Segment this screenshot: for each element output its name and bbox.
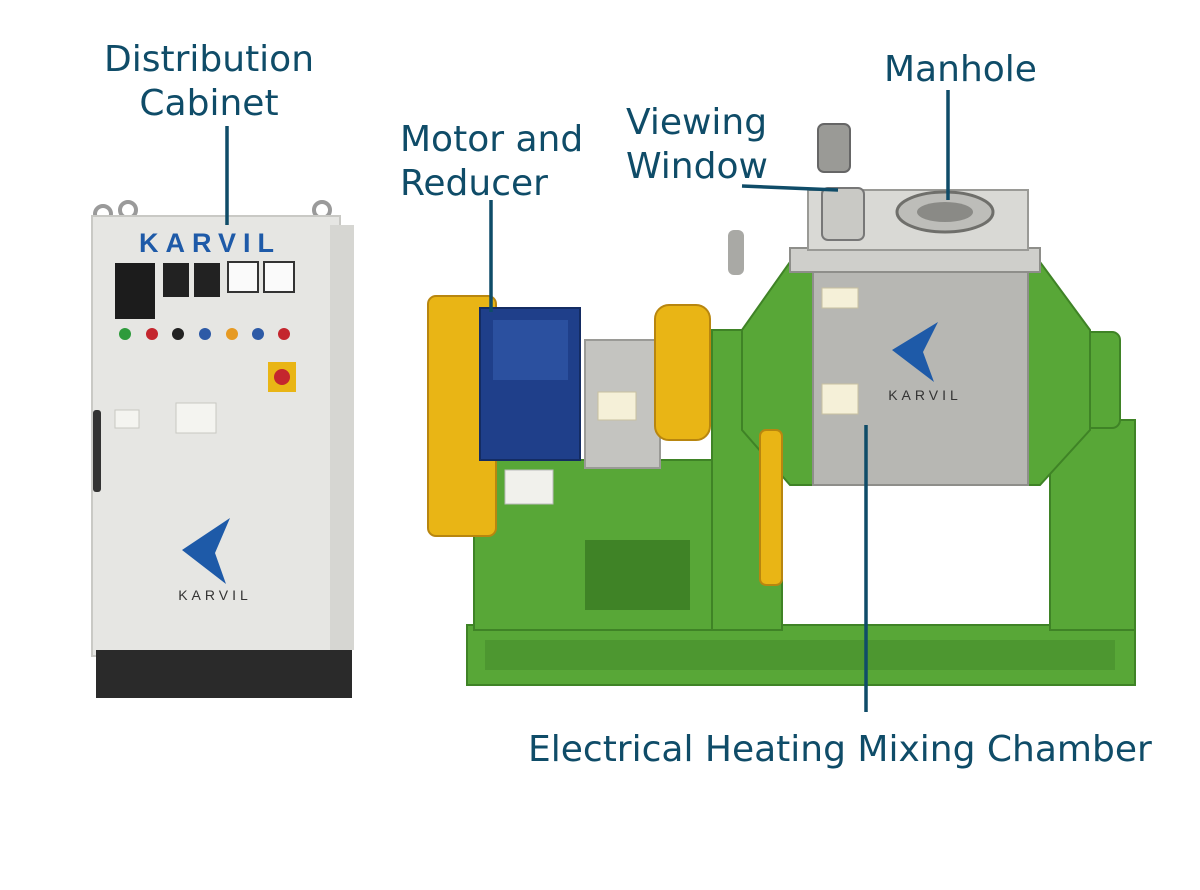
indicator-light-red-2 [278, 328, 290, 340]
chamber-logo-mark [892, 322, 938, 382]
drive-frame-opening [585, 540, 690, 610]
callout-motor-and-reducer: Motor and Reducer [400, 118, 583, 206]
base-skid-inner [485, 640, 1115, 670]
callout-line: Manhole [884, 49, 1037, 90]
indicator-light-green [119, 328, 131, 340]
reducer-housing [493, 320, 568, 380]
leader-viewing-window [741, 184, 839, 192]
thermocouple-probe [728, 230, 744, 275]
distribution-cabinet: KARVIL KARVIL [91, 200, 354, 698]
callout-mixing-chamber: Electrical Heating Mixing Chamber [528, 728, 1152, 772]
leader-lines [225, 90, 950, 712]
callout-line: Motor and [400, 119, 584, 160]
callout-viewing-window: Viewing Window [626, 101, 768, 189]
callout-line: Cabinet [139, 83, 279, 124]
ammeter-gauge [227, 261, 259, 293]
callout-line: Distribution [104, 39, 315, 80]
chamber-lid [789, 247, 1041, 273]
cabinet-base [96, 650, 352, 698]
indicator-light-blue-2 [252, 328, 264, 340]
manhole-opening [917, 202, 973, 222]
temperature-controller-2 [194, 263, 220, 297]
indicator-light-red [146, 328, 158, 340]
cabinet-logo-brand: KARVIL [178, 587, 252, 603]
chamber-warning-label-2 [821, 383, 859, 415]
viewing-window-port [821, 187, 865, 241]
callout-line: Reducer [400, 163, 548, 204]
cabinet-side [330, 225, 354, 650]
door-handle [93, 410, 101, 492]
cabinet-logo-mark [182, 518, 230, 584]
warning-label-1 [114, 409, 140, 429]
callout-line: Viewing [626, 102, 768, 143]
indicator-light-black [172, 328, 184, 340]
callout-manhole: Manhole [884, 48, 1037, 92]
indicator-light-blue [199, 328, 211, 340]
indicator-light-amber [226, 328, 238, 340]
gear-case [654, 304, 711, 441]
cabinet-header-brand: KARVIL [139, 228, 281, 258]
inverter-display [115, 263, 155, 319]
warning-label-2 [175, 402, 217, 434]
chamber-warning-label-1 [821, 287, 859, 309]
voltmeter-gauge [263, 261, 295, 293]
vent-valve [817, 123, 851, 173]
tilt-cylinder [759, 429, 783, 586]
temperature-controller-1 [163, 263, 189, 297]
callout-line: Window [626, 146, 768, 187]
chamber-logo-brand: KARVIL [888, 387, 962, 403]
nameplate [504, 469, 554, 505]
gear-warning-label [597, 391, 637, 421]
kneader-mixer: KARVIL [427, 123, 1136, 686]
callout-distribution-cabinet: Distribution Cabinet [104, 38, 314, 126]
callout-line: Electrical Heating Mixing Chamber [528, 729, 1152, 770]
emergency-stop-icon [274, 369, 290, 385]
